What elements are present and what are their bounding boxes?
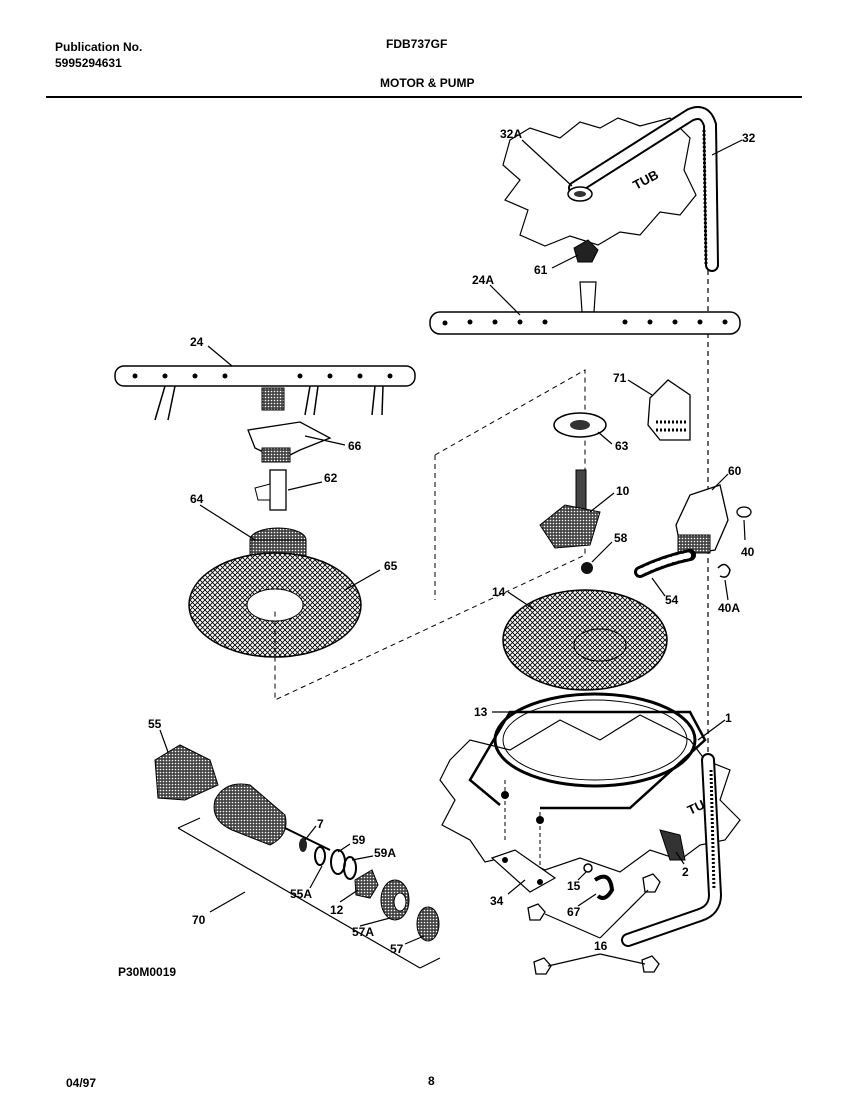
hub-62 xyxy=(269,469,287,511)
impeller-12 xyxy=(354,869,379,899)
nut-16d xyxy=(641,955,660,973)
ring-59a xyxy=(343,856,357,880)
ball-58 xyxy=(581,562,593,574)
washer-40 xyxy=(736,506,752,518)
screw-15 xyxy=(583,863,593,873)
washer-7 xyxy=(299,838,307,852)
label-64: 64 xyxy=(190,492,204,506)
publication-label: Publication No. xyxy=(55,40,143,54)
thermostat-2 xyxy=(659,829,686,861)
label-2: 2 xyxy=(682,865,689,879)
label-14: 14 xyxy=(492,585,506,599)
label-16: 16 xyxy=(594,939,608,953)
clip-67 xyxy=(593,874,615,900)
label-59a: 59A xyxy=(374,846,396,860)
gasket-13 xyxy=(493,692,697,788)
header-divider xyxy=(46,96,802,98)
label-63: 63 xyxy=(615,439,629,453)
label-61: 61 xyxy=(534,263,548,277)
label-70: 70 xyxy=(192,913,206,927)
label-1: 1 xyxy=(725,711,732,725)
impeller-10 xyxy=(539,504,601,549)
label-24a: 24A xyxy=(472,273,494,287)
label-58: 58 xyxy=(614,531,628,545)
strainer-screen-14 xyxy=(502,589,668,691)
label-55a: 55A xyxy=(290,887,312,901)
label-13: 13 xyxy=(474,705,488,719)
label-67: 67 xyxy=(567,905,581,919)
footer-date: 04/97 xyxy=(66,1076,97,1090)
lower-spray-arm-24 xyxy=(114,365,416,387)
assembly-outline xyxy=(274,369,586,701)
page-number: 8 xyxy=(428,1074,435,1088)
label-60: 60 xyxy=(728,464,742,478)
label-66: 66 xyxy=(348,439,362,453)
label-32: 32 xyxy=(742,131,756,145)
bracket-71 xyxy=(647,379,691,441)
nut-16b xyxy=(527,903,546,921)
label-15: 15 xyxy=(567,879,581,893)
label-62: 62 xyxy=(324,471,338,485)
label-7: 7 xyxy=(317,817,324,831)
label-40a: 40A xyxy=(718,601,740,615)
clamp-40a xyxy=(717,563,731,578)
nut-61 xyxy=(573,239,599,263)
label-24: 24 xyxy=(190,335,204,349)
nut-16a xyxy=(642,873,661,893)
label-57a: 57A xyxy=(352,925,374,939)
cover-57 xyxy=(416,906,440,942)
drawing-code: P30M0019 xyxy=(118,965,177,979)
label-71: 71 xyxy=(613,371,627,385)
section-title: MOTOR & PUMP xyxy=(380,76,475,90)
label-34: 34 xyxy=(490,894,504,908)
hub-stem xyxy=(579,281,597,313)
label-40: 40 xyxy=(741,545,755,559)
model-number: FDB737GF xyxy=(386,37,448,51)
label-10: 10 xyxy=(616,484,630,498)
seal-55a xyxy=(314,846,326,866)
label-12: 12 xyxy=(330,903,344,917)
label-55: 55 xyxy=(148,717,162,731)
publication-number: 5995294631 xyxy=(55,56,122,70)
label-59: 59 xyxy=(352,833,366,847)
motor-rotor xyxy=(213,783,287,846)
upper-spray-arm-24a xyxy=(429,311,741,335)
label-65: 65 xyxy=(384,559,398,573)
ring-59 xyxy=(330,849,346,875)
heater-element-1 xyxy=(468,710,707,810)
label-57: 57 xyxy=(390,942,404,956)
label-32a: 32A xyxy=(500,127,522,141)
nut-16c xyxy=(533,957,552,975)
motor-bracket-55 xyxy=(154,744,219,801)
motor-group-70 xyxy=(177,827,421,969)
label-54: 54 xyxy=(665,593,679,607)
